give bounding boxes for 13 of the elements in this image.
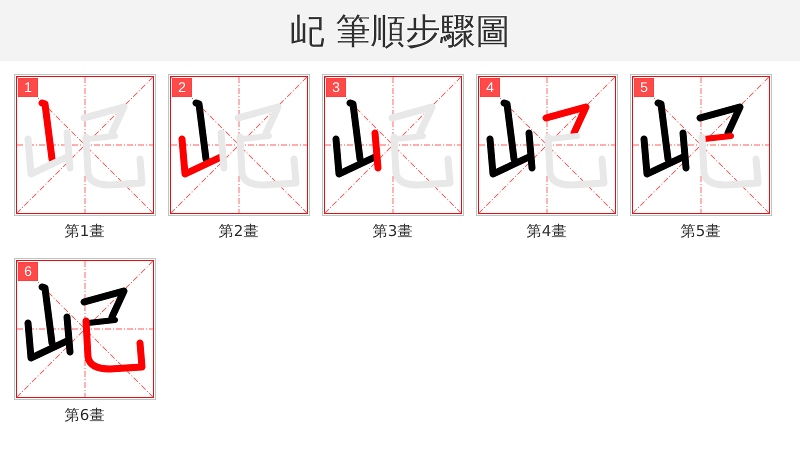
- step-number-badge: 1: [18, 78, 38, 97]
- step-number-badge: 6: [18, 262, 38, 281]
- step-number-badge: 4: [480, 78, 500, 97]
- step-number-badge: 2: [172, 78, 192, 97]
- step-caption: 第5畫: [680, 221, 722, 241]
- step-number-badge: 3: [326, 78, 346, 97]
- step-caption: 第2畫: [218, 221, 260, 241]
- step-caption: 第1畫: [64, 221, 106, 241]
- title: 屺 筆順步驟圖: [288, 11, 512, 54]
- step-caption: 第6畫: [64, 405, 106, 425]
- step-number-badge: 5: [634, 78, 654, 97]
- step-caption: 第3畫: [372, 221, 414, 241]
- step-caption: 第4畫: [526, 221, 568, 241]
